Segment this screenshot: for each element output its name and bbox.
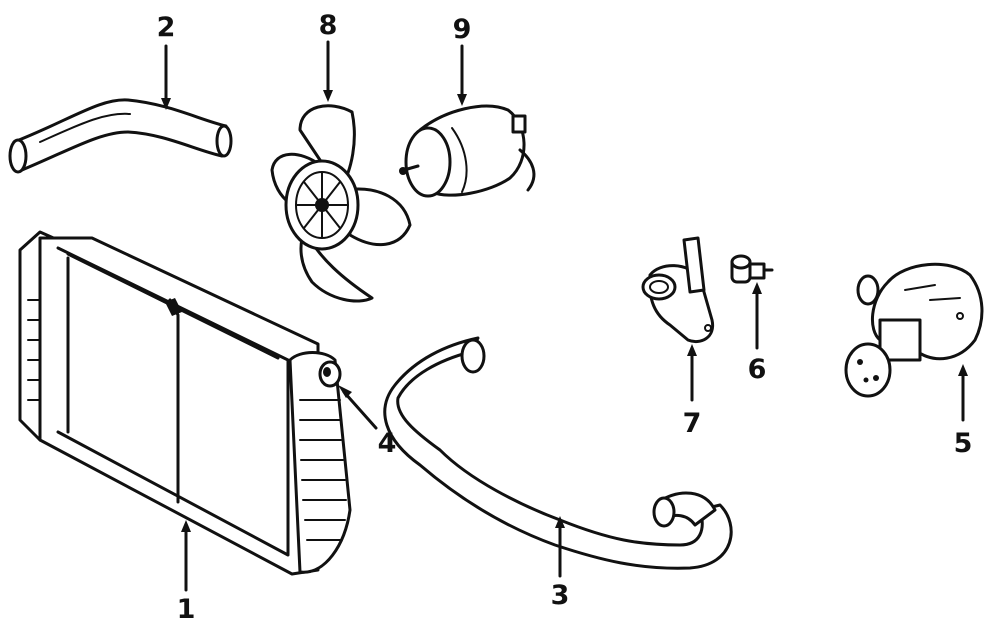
fan-blade — [270, 104, 412, 303]
thermostat-housing — [641, 236, 715, 344]
arrowhead-6 — [752, 282, 762, 294]
water-pump — [844, 262, 984, 398]
callout-4: 4 — [378, 428, 397, 459]
leader-lines — [161, 40, 968, 592]
lower-radiator-hose — [383, 336, 733, 570]
arrowhead-1 — [181, 520, 191, 532]
callout-7: 7 — [683, 408, 702, 439]
radiator-cap — [318, 360, 342, 388]
upper-radiator-hose — [8, 98, 233, 174]
callout-8: 8 — [319, 10, 338, 41]
callout-1: 1 — [177, 594, 196, 625]
temperature-sender — [730, 254, 774, 284]
arrowhead-2 — [161, 98, 171, 110]
arrowhead-4 — [338, 385, 352, 398]
callout-5: 5 — [954, 428, 973, 459]
arrowhead-3 — [555, 516, 565, 528]
callout-3: 3 — [551, 580, 570, 611]
arrowhead-7 — [687, 344, 697, 356]
arrowhead-5 — [958, 364, 968, 376]
radiator — [18, 230, 352, 576]
arrowhead-9 — [457, 94, 467, 106]
callout-9: 9 — [453, 14, 472, 45]
arrowhead-8 — [323, 90, 333, 102]
callout-labels: 1 2 3 4 5 6 7 8 9 — [157, 10, 973, 625]
leader-4 — [342, 390, 378, 430]
fan-motor — [399, 104, 536, 198]
callout-6: 6 — [748, 354, 767, 385]
callout-2: 2 — [157, 12, 176, 43]
